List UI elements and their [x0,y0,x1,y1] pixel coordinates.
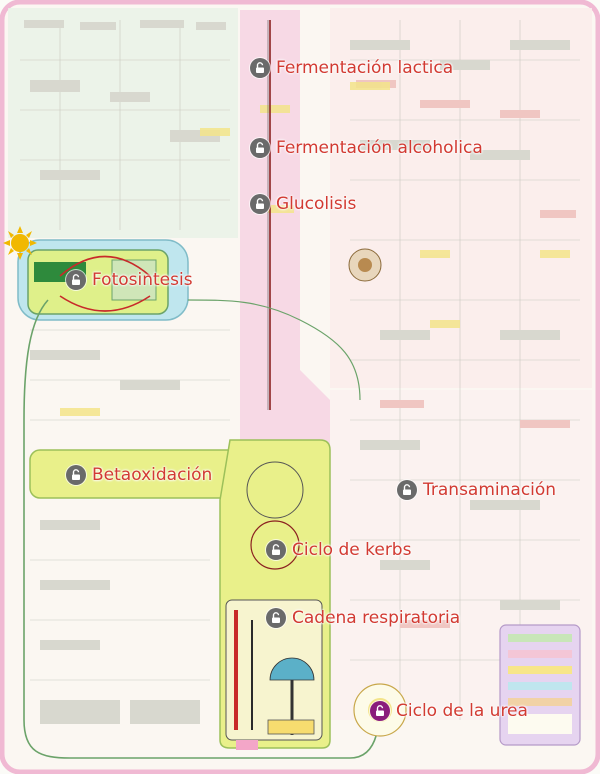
hotspot-fermentacion-alcoholica[interactable]: Fermentación alcoholica [250,138,483,158]
lock-open-icon [250,194,270,214]
hotspot-glucolisis[interactable]: Glucolisis [250,194,356,214]
hotspot-label: Ciclo de la urea [396,701,528,721]
lock-open-icon [370,701,390,721]
lock-open-icon [250,138,270,158]
hotspot-label: Cadena respiratoria [292,608,461,628]
hotspot-label: Glucolisis [276,194,357,214]
hotspot-label: Transaminación [423,480,557,500]
lock-open-icon [66,465,86,485]
hotspot-label: Betaoxidación [92,465,213,485]
hotspot-label: Fotosintesis [92,270,193,290]
hotspot-label: Fermentación lactica [276,58,454,78]
hotspot-betaoxidacion[interactable]: Betaoxidación [66,465,212,485]
lock-open-icon [266,540,286,560]
hotspot-label: Fermentación alcoholica [276,138,483,158]
hotspot-ciclo-de-kerbs[interactable]: Ciclo de kerbs [266,540,411,560]
lock-open-icon [397,480,417,500]
hotspot-cadena-respiratoria[interactable]: Cadena respiratoria [266,608,460,628]
lock-open-icon [266,608,286,628]
hotspot-fermentacion-lactica[interactable]: Fermentación lactica [250,58,453,78]
hotspot-fotosintesis[interactable]: Fotosintesis [66,270,193,290]
hotspot-ciclo-de-la-urea[interactable]: Ciclo de la urea [370,701,528,721]
hotspot-label: Ciclo de kerbs [292,540,412,560]
hotspot-transaminacion[interactable]: Transaminación [397,480,556,500]
lock-open-icon [66,270,86,290]
lock-open-icon [250,58,270,78]
